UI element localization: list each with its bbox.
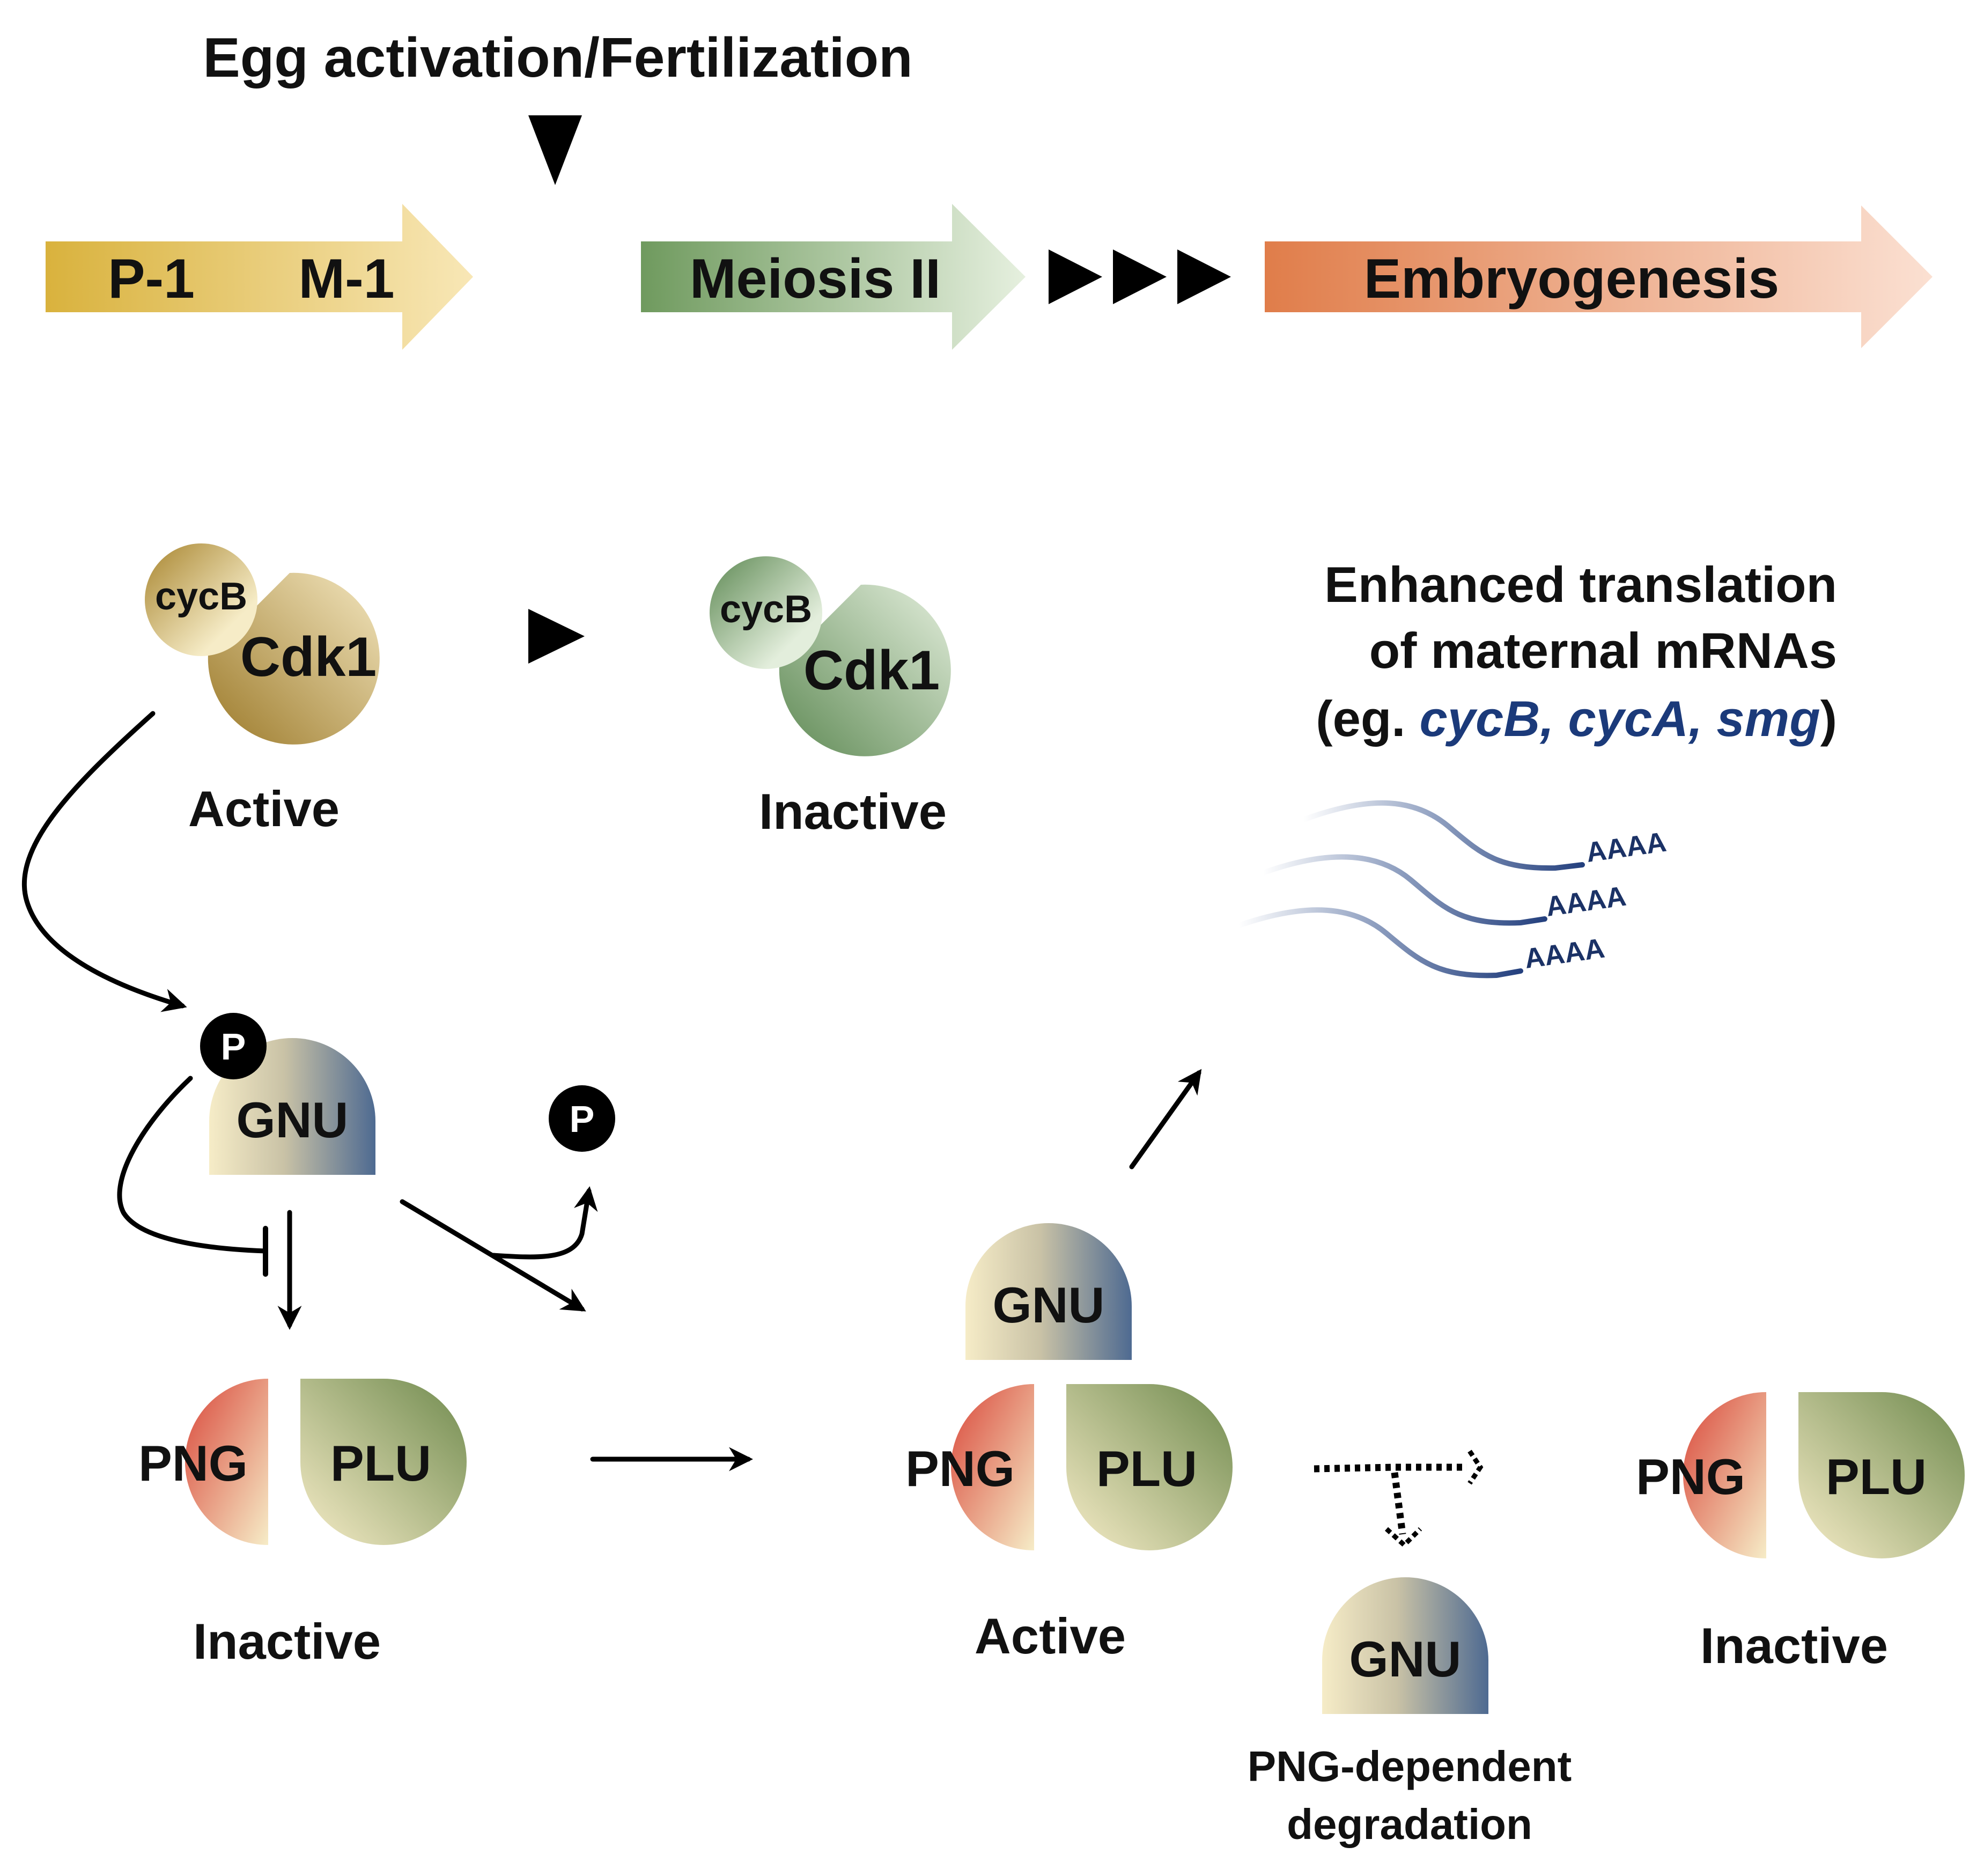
- polya-tail-label: AAAA: [1584, 827, 1669, 869]
- timeline-stage-1: P-1 M-1: [46, 204, 473, 350]
- gnu-active-label: GNU: [993, 1277, 1105, 1333]
- png-active-shape: [951, 1384, 1034, 1550]
- fertilization-title: Egg activation/Fertilization: [203, 27, 912, 89]
- dissociation-dotted-arrow: [1314, 1463, 1467, 1473]
- gnu-degradation-shape: [1322, 1577, 1488, 1714]
- png-active-label: PNG: [905, 1440, 1015, 1497]
- translation-line-1: Enhanced translation: [1324, 556, 1837, 613]
- mrna-strand: [1260, 854, 1547, 926]
- stage-1-arrow: [46, 204, 473, 350]
- cdk1-inactive-shape: [779, 584, 951, 756]
- plu-left-shape: [300, 1379, 467, 1545]
- degradation-arrowhead-icon: [1384, 1527, 1422, 1549]
- png-left-label: PNG: [138, 1435, 248, 1491]
- mrna-strand: [1236, 907, 1523, 979]
- stage-label-embryogenesis: Embryogenesis: [1364, 248, 1780, 310]
- polya-tail-label: AAAA: [1544, 881, 1628, 923]
- gnu-inhibition-arc: [117, 1076, 268, 1254]
- plu-active-label: PLU: [1096, 1440, 1197, 1497]
- cdk1-active-label: Cdk1: [240, 626, 377, 688]
- translation-line-3-suffix: ): [1820, 690, 1837, 747]
- translation-enhancement-arrow: [1129, 1069, 1202, 1169]
- cdk1-cycb-active-complex: cycB Cdk1 Active: [145, 543, 380, 837]
- png-plu-complex-right: PNG PLU Inactive: [1636, 1392, 1965, 1674]
- dissociation-arrowhead-icon: [1467, 1450, 1484, 1485]
- gnu-degradation: GNU PNG-dependent degradation: [1248, 1577, 1572, 1848]
- gnu-degradation-label: GNU: [1349, 1631, 1462, 1687]
- gnu-png-plu-complex-active: GNU PNG PLU Active: [905, 1223, 1233, 1664]
- degradation-line-1: PNG-dependent: [1248, 1742, 1572, 1790]
- cdk1-inactive-label: Cdk1: [803, 639, 940, 702]
- plu-active-shape: [1066, 1384, 1233, 1550]
- degradation-line-2: degradation: [1287, 1800, 1532, 1848]
- complex-active-state-label: Active: [975, 1608, 1126, 1664]
- progression-triangle-icon: [1177, 249, 1231, 304]
- cdk-active-state-label: Active: [188, 781, 340, 837]
- progression-triangle-icon: [1113, 249, 1167, 304]
- progression-triangles: [1049, 249, 1231, 304]
- phosphate-badge-icon: [200, 1013, 267, 1079]
- stage-2-arrow: [641, 204, 1026, 350]
- translation-line-3: (eg. cycB, cycA, smg): [1316, 690, 1837, 747]
- translation-line-3-prefix: (eg.: [1316, 690, 1419, 747]
- cycb-inactive-label: cycB: [720, 588, 812, 631]
- cycb-active-shape: [145, 543, 257, 656]
- phosphate-badge-label: P: [221, 1026, 246, 1068]
- timeline-stage-2: Meiosis II: [641, 204, 1026, 350]
- complex-left-state-label: Inactive: [193, 1613, 381, 1669]
- cdk1-cycb-inactive-complex: cycB Cdk1 Inactive: [710, 556, 951, 840]
- gnu-active-shape: [965, 1223, 1132, 1360]
- polya-tail-label: AAAA: [1523, 933, 1607, 975]
- translation-text: Enhanced translation of maternal mRNAs (…: [1316, 556, 1837, 747]
- progression-triangle-icon: [1049, 249, 1102, 304]
- fertilization-pointer-icon: [528, 115, 582, 185]
- phosphorylated-gnu: GNU P: [200, 1013, 375, 1175]
- cdk1-phosphorylates-gnu-arrow: [21, 711, 187, 1012]
- complex-right-state-label: Inactive: [1700, 1617, 1888, 1674]
- translation-line-2: of maternal mRNAs: [1369, 622, 1837, 679]
- cdk-inactive-state-label: Inactive: [759, 783, 947, 840]
- png-right-label: PNG: [1636, 1448, 1745, 1505]
- stage-label-m1: M-1: [298, 248, 394, 310]
- plu-left-label: PLU: [330, 1435, 431, 1491]
- free-phosphate-label: P: [570, 1098, 595, 1140]
- free-phosphate-icon: [549, 1085, 615, 1152]
- plu-right-shape: [1798, 1392, 1965, 1558]
- plu-right-label: PLU: [1826, 1448, 1927, 1505]
- png-right-shape: [1683, 1392, 1766, 1558]
- png-left-shape: [185, 1379, 268, 1545]
- cdk-inactivation-triangle-icon: [528, 609, 585, 664]
- degradation-dotted-arrow: [1391, 1472, 1406, 1535]
- phosphate-release-arrow: [491, 1186, 598, 1260]
- cycb-active-label: cycB: [155, 575, 247, 618]
- gnu-phospho-label: GNU: [237, 1092, 349, 1148]
- stage-label-meiosis-ii: Meiosis II: [690, 248, 941, 310]
- translation-gene-list: cycB, cycA, smg: [1420, 690, 1820, 747]
- png-plu-complex-left: PNG PLU Inactive: [138, 1379, 467, 1669]
- cycb-inactive-shape: [710, 556, 822, 669]
- stage-3-arrow: [1265, 205, 1933, 348]
- mrna-strand: [1301, 800, 1585, 871]
- stage-label-p1: P-1: [108, 248, 195, 310]
- timeline-stage-3: Embryogenesis: [1265, 205, 1933, 348]
- maternal-mrna-strands: AAAA AAAA AAAA: [1236, 800, 1669, 979]
